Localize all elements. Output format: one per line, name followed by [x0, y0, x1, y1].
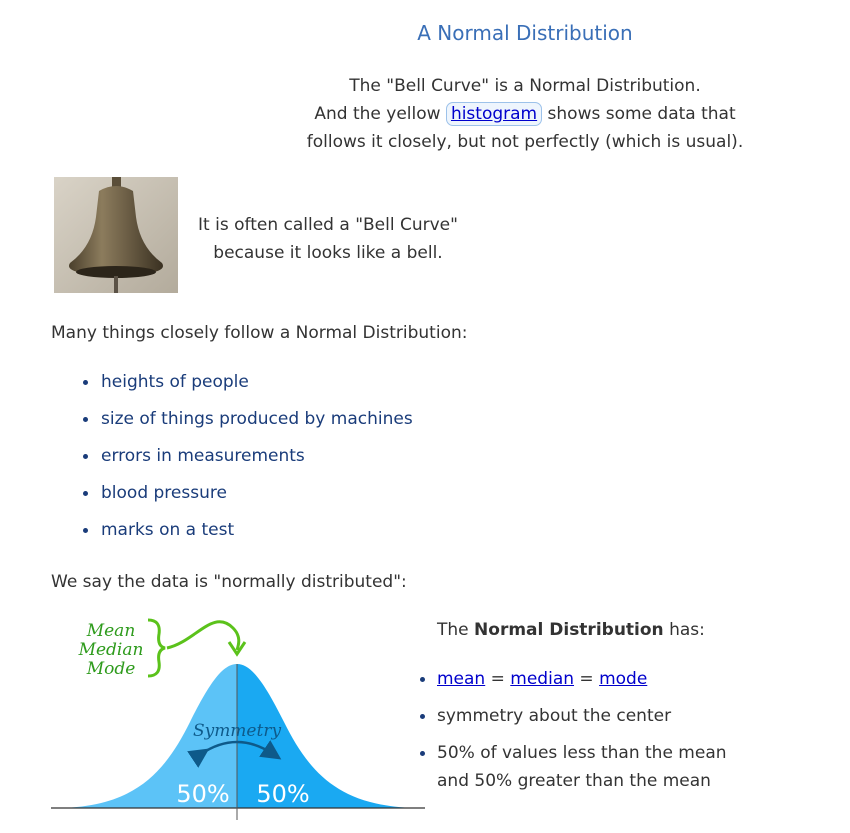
mean-arrow-icon: [166, 620, 241, 651]
bell-photo: [54, 177, 178, 293]
examples-list: heights of people size of things produce…: [79, 369, 413, 554]
list-item: heights of people: [79, 369, 413, 406]
list-item: size of things produced by machines: [79, 406, 413, 443]
has-after: has:: [669, 620, 705, 640]
bell-caption-line-1: It is often called a "Bell Curve": [198, 215, 458, 235]
intro-line-2: And the yellow histogram shows some data…: [230, 100, 820, 128]
bell-caption: It is often called a "Bell Curve" becaus…: [183, 211, 473, 267]
symmetry-arrow-icon: [187, 740, 282, 768]
normally-distributed-text: We say the data is "normally distributed…: [51, 572, 407, 592]
list-item: errors in measurements: [79, 443, 413, 480]
mean-link[interactable]: mean: [437, 669, 486, 689]
list-item: 50% of values less than the mean and 50%…: [416, 739, 836, 795]
has-bold-term: Normal Distribution: [474, 620, 664, 640]
label-mode: Mode: [86, 659, 136, 679]
bell-curve-diagram: Mean Median Mode Symmetry 50% 50%: [51, 618, 425, 820]
list-item: mean = median = mode: [416, 665, 836, 693]
intro-line-2-before: And the yellow: [314, 104, 441, 124]
intro-line-3: follows it closely, but not perfectly (w…: [306, 132, 744, 152]
label-median: Median: [78, 640, 144, 660]
mode-link[interactable]: mode: [599, 669, 648, 689]
equals-sign: =: [490, 669, 505, 689]
intro-paragraph: The "Bell Curve" is a Normal Distributio…: [230, 72, 820, 156]
examples-intro: Many things closely follow a Normal Dist…: [51, 323, 468, 343]
properties-list: mean = median = mode symmetry about the …: [416, 665, 836, 795]
has-before: The: [437, 620, 469, 640]
bell-caption-line-2: because it looks like a bell.: [213, 243, 443, 263]
intro-line-2-after: shows some data that: [547, 104, 736, 124]
list-item: symmetry about the center: [416, 702, 836, 730]
intro-line-1: The "Bell Curve" is a Normal Distributio…: [349, 76, 701, 96]
percent-line-1: 50% of values less than the mean: [437, 743, 727, 763]
arrowhead-icon: [227, 641, 247, 657]
right-percent-label: 50%: [256, 780, 309, 808]
list-item: blood pressure: [79, 480, 413, 517]
list-item: marks on a test: [79, 517, 413, 554]
percent-line-2: and 50% greater than the mean: [437, 771, 711, 791]
normal-distribution-has: The Normal Distribution has:: [437, 620, 705, 640]
left-percent-label: 50%: [176, 780, 229, 808]
curve-left-half: [55, 664, 237, 808]
median-link[interactable]: median: [510, 669, 575, 689]
curve-right-half: [237, 664, 421, 808]
page-title: A Normal Distribution: [417, 21, 633, 45]
symmetry-label: Symmetry: [193, 721, 282, 741]
histogram-link[interactable]: histogram: [445, 102, 543, 126]
equals-sign: =: [579, 669, 594, 689]
label-mean: Mean: [86, 621, 136, 641]
brace-icon: [147, 618, 166, 678]
